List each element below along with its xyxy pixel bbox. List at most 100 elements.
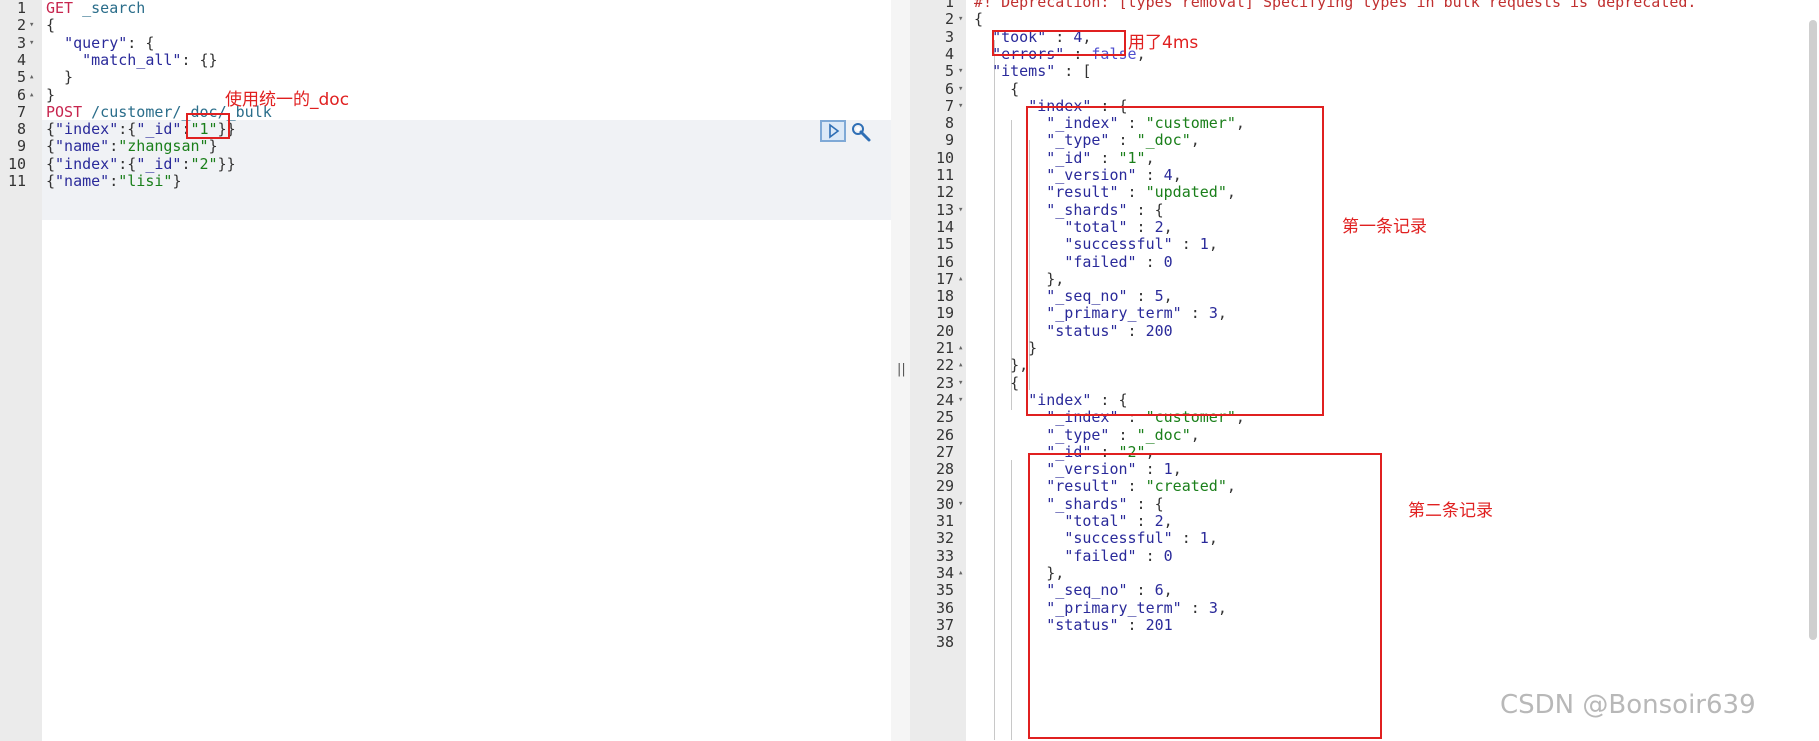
code-token: "_seq_no" (1046, 287, 1128, 306)
code-token: : (181, 120, 191, 139)
code-text: "index" : { (974, 390, 1128, 409)
code-text: { (974, 11, 983, 28)
line-number: 6 (16, 85, 26, 104)
fold-toggle-icon[interactable]: ▾ (958, 204, 964, 215)
line-number: 11 (935, 166, 954, 184)
code-text: "total" : 2, (974, 512, 1173, 530)
code-text: } (46, 69, 73, 86)
code-text: "index" : { (974, 96, 1128, 115)
code-token: 200 (1145, 321, 1173, 340)
request-line[interactable]: 2▾{ (0, 17, 905, 34)
response-viewer[interactable]: 1#! Deprecation: [types removal] Specify… (910, 0, 1819, 741)
fold-toggle-icon[interactable]: ▾ (958, 100, 964, 111)
code-token: "_seq_no" (1046, 581, 1128, 600)
code-token: "_id" (136, 154, 182, 173)
line-number: 2 (944, 10, 954, 29)
second-record-annotation: 第二条记录 (1408, 501, 1493, 521)
code-token: POST (46, 102, 92, 121)
code-token: , (1208, 529, 1218, 548)
line-number: 8 (944, 114, 954, 133)
line-number: 17 (935, 269, 954, 288)
code-token: , (1172, 166, 1182, 184)
fold-toggle-icon[interactable]: ▾ (958, 14, 964, 25)
code-token: { (974, 373, 1020, 392)
line-number: 25 (935, 408, 954, 427)
first-record-box (1026, 106, 1324, 416)
request-line[interactable]: 10{"index":{"_id":"2"}} (0, 154, 905, 173)
request-line[interactable]: 5▴ } (0, 69, 905, 86)
pane-splitter[interactable]: || (891, 0, 910, 741)
code-token: { (46, 172, 56, 190)
code-token: "_version" (1046, 460, 1137, 479)
response-line: 15 "successful" : 1, (910, 236, 1819, 253)
code-token: : { (1091, 96, 1128, 115)
code-token: : { (1091, 390, 1128, 409)
code-token: "name" (55, 172, 110, 190)
code-token: "result" (1046, 477, 1119, 496)
line-number: 34 (935, 563, 954, 582)
request-line[interactable]: 11{"name":"lisi"} (0, 173, 905, 190)
line-number: 33 (935, 546, 954, 565)
fold-toggle-icon[interactable]: ▾ (958, 394, 964, 405)
fold-toggle-icon[interactable]: ▾ (958, 66, 964, 77)
code-token: , (1163, 287, 1173, 306)
code-token: , (1208, 235, 1218, 254)
response-line: 33 "failed" : 0 (910, 546, 1819, 565)
fold-toggle-icon[interactable]: ▴ (29, 89, 35, 100)
code-token: , (1172, 460, 1182, 479)
fold-toggle-icon[interactable]: ▾ (29, 37, 35, 48)
code-token (974, 62, 992, 80)
code-token: "match_all" (82, 50, 182, 69)
fold-toggle-icon[interactable]: ▾ (29, 20, 35, 31)
response-line: 22▴ }, (910, 357, 1819, 374)
code-token: }, (974, 356, 1029, 375)
response-line: 9 "_type" : "_doc", (910, 132, 1819, 149)
fold-toggle-icon[interactable]: ▾ (958, 83, 964, 94)
response-line: 24▾ "index" : { (910, 390, 1819, 409)
request-line[interactable]: 6▴} (0, 85, 905, 104)
request-line[interactable]: 8{"index":{"_id":"1"}} (0, 121, 905, 138)
code-text: "query": { (46, 34, 154, 52)
code-token: "result" (1046, 183, 1119, 202)
line-number: 5 (16, 68, 26, 87)
fold-toggle-icon[interactable]: ▴ (958, 567, 964, 578)
request-line[interactable]: 9{"name":"zhangsan"} (0, 138, 905, 155)
code-token: 0 (1163, 252, 1173, 271)
took-annotation: 用了4ms (1128, 33, 1199, 53)
took-highlight-box (992, 30, 1126, 56)
request-settings-button[interactable] (850, 121, 872, 143)
fold-toggle-icon[interactable]: ▴ (958, 273, 964, 284)
fold-toggle-icon[interactable]: ▴ (29, 72, 35, 83)
response-line: 27 "_id" : "2", (910, 443, 1819, 461)
code-token (974, 426, 1046, 444)
fold-toggle-icon[interactable]: ▾ (958, 377, 964, 388)
code-token: , (1163, 512, 1173, 530)
run-request-button[interactable] (820, 120, 846, 142)
code-token: "total" (1064, 217, 1128, 236)
code-token: "created" (1145, 477, 1227, 496)
line-number: 3 (944, 27, 954, 46)
code-token: 3 (1208, 598, 1218, 617)
active-request-highlight (42, 120, 891, 220)
code-token: : (1109, 425, 1137, 444)
request-line[interactable]: 3▾ "query": { (0, 34, 905, 52)
fold-toggle-icon[interactable]: ▾ (958, 498, 964, 509)
line-number: 18 (935, 287, 954, 306)
fold-toggle-icon[interactable]: ▴ (958, 360, 964, 371)
code-token: "_type" (1046, 425, 1110, 444)
request-line[interactable]: 4 "match_all": {} (0, 50, 905, 69)
code-text: "_index" : "customer", (974, 409, 1245, 426)
code-token: 1 (1199, 235, 1209, 254)
fold-toggle-icon[interactable]: ▴ (958, 343, 964, 353)
code-token: : (1118, 114, 1146, 133)
response-line: 19 "_primary_term" : 3, (910, 305, 1819, 322)
code-token: } (46, 85, 56, 104)
code-text: "result" : "updated", (974, 184, 1236, 201)
line-number: 38 (935, 633, 954, 652)
code-token: , (1226, 183, 1236, 202)
vertical-scrollbar[interactable] (1809, 20, 1817, 640)
code-token: , (1163, 581, 1173, 600)
